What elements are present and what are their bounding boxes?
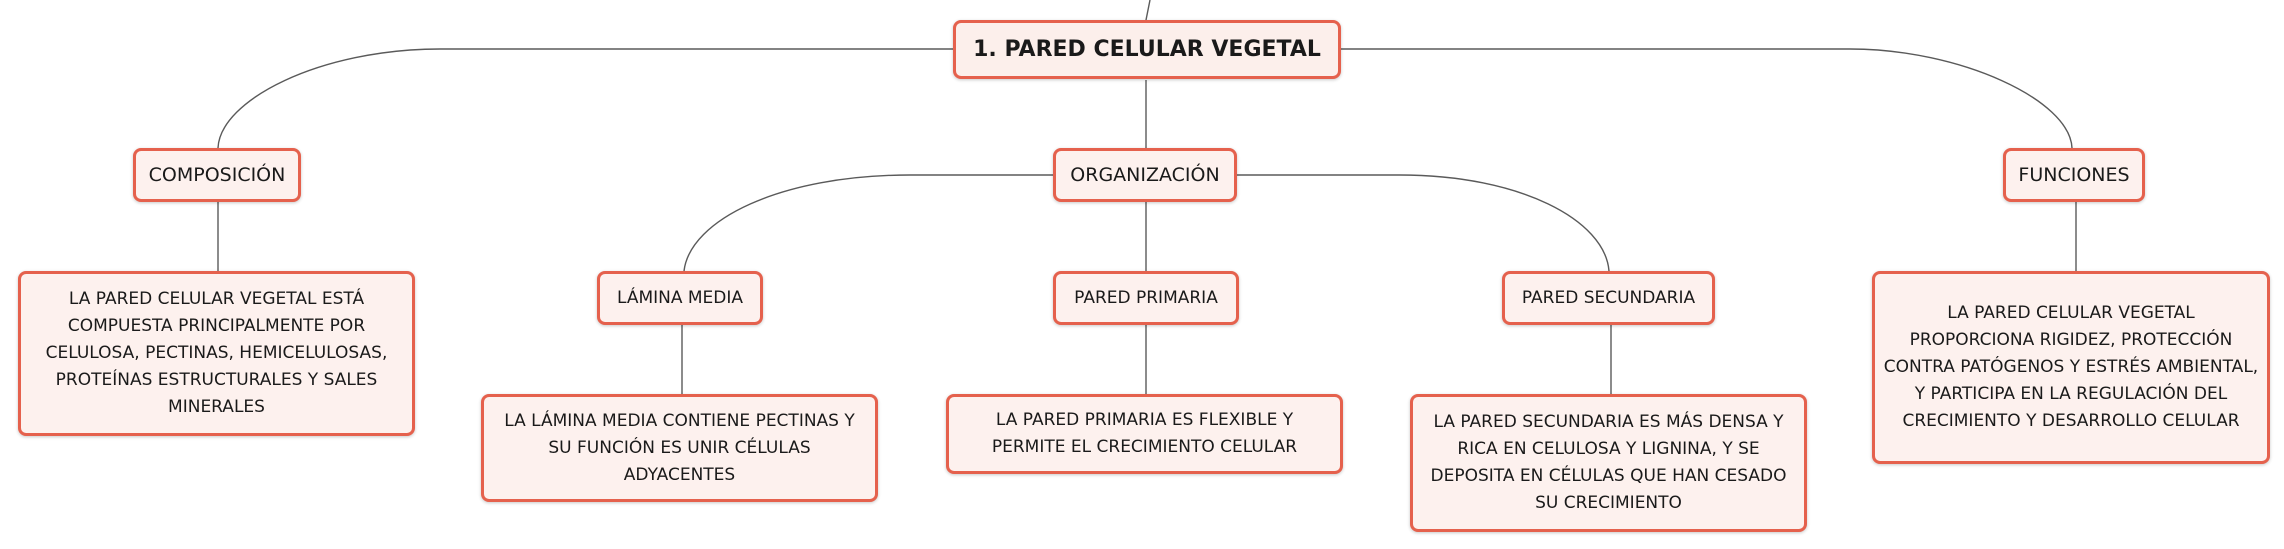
- root-topic[interactable]: 1. PARED CELULAR VEGETAL: [953, 20, 1341, 79]
- connector-organizacion-to-pared-secundaria: [1235, 174, 1610, 272]
- topic-funciones-label: FUNCIONES: [2018, 164, 2130, 186]
- connector-organizacion-to-lamina-media: [683, 174, 1056, 272]
- text-pared-secundaria[interactable]: LA PARED SECUNDARIA ES MÁS DENSA Y RICA …: [1410, 394, 1807, 532]
- subtopic-lamina-media[interactable]: LÁMINA MEDIA: [597, 271, 763, 325]
- text-pared-primaria[interactable]: LA PARED PRIMARIA ES FLEXIBLE Y PERMITE …: [946, 394, 1343, 474]
- text-lamina-media[interactable]: LA LÁMINA MEDIA CONTIENE PECTINAS Y SU F…: [481, 394, 878, 502]
- subtopic-pared-primaria[interactable]: PARED PRIMARIA: [1053, 271, 1239, 325]
- text-funciones[interactable]: LA PARED CELULAR VEGETAL PROPORCIONA RIG…: [1872, 271, 2270, 464]
- text-lamina-media-content: LA LÁMINA MEDIA CONTIENE PECTINAS Y SU F…: [504, 410, 855, 485]
- topic-funciones[interactable]: FUNCIONES: [2003, 148, 2145, 202]
- text-pared-secundaria-content: LA PARED SECUNDARIA ES MÁS DENSA Y RICA …: [1430, 412, 1787, 513]
- subtopic-pared-secundaria-label: PARED SECUNDARIA: [1521, 288, 1696, 308]
- connector-parent-to-root: [1145, 0, 1151, 21]
- root-topic-label: 1. PARED CELULAR VEGETAL: [973, 37, 1321, 62]
- subtopic-pared-primaria-label: PARED PRIMARIA: [1074, 288, 1218, 308]
- topic-organizacion[interactable]: ORGANIZACIÓN: [1053, 148, 1237, 202]
- connector-root-to-funciones: [1339, 48, 2073, 149]
- text-composicion[interactable]: LA PARED CELULAR VEGETAL ESTÁ COMPUESTA …: [18, 271, 415, 436]
- connector-root-to-composicion: [217, 48, 955, 149]
- subtopic-lamina-media-label: LÁMINA MEDIA: [616, 288, 744, 308]
- text-funciones-content: LA PARED CELULAR VEGETAL PROPORCIONA RIG…: [1883, 303, 2259, 431]
- text-composicion-content: LA PARED CELULAR VEGETAL ESTÁ COMPUESTA …: [45, 289, 388, 417]
- topic-organizacion-label: ORGANIZACIÓN: [1070, 164, 1220, 186]
- subtopic-pared-secundaria[interactable]: PARED SECUNDARIA: [1502, 271, 1715, 325]
- topic-composicion-label: COMPOSICIÓN: [148, 164, 286, 186]
- topic-composicion[interactable]: COMPOSICIÓN: [133, 148, 301, 202]
- text-pared-primaria-content: LA PARED PRIMARIA ES FLEXIBLE Y PERMITE …: [991, 410, 1298, 457]
